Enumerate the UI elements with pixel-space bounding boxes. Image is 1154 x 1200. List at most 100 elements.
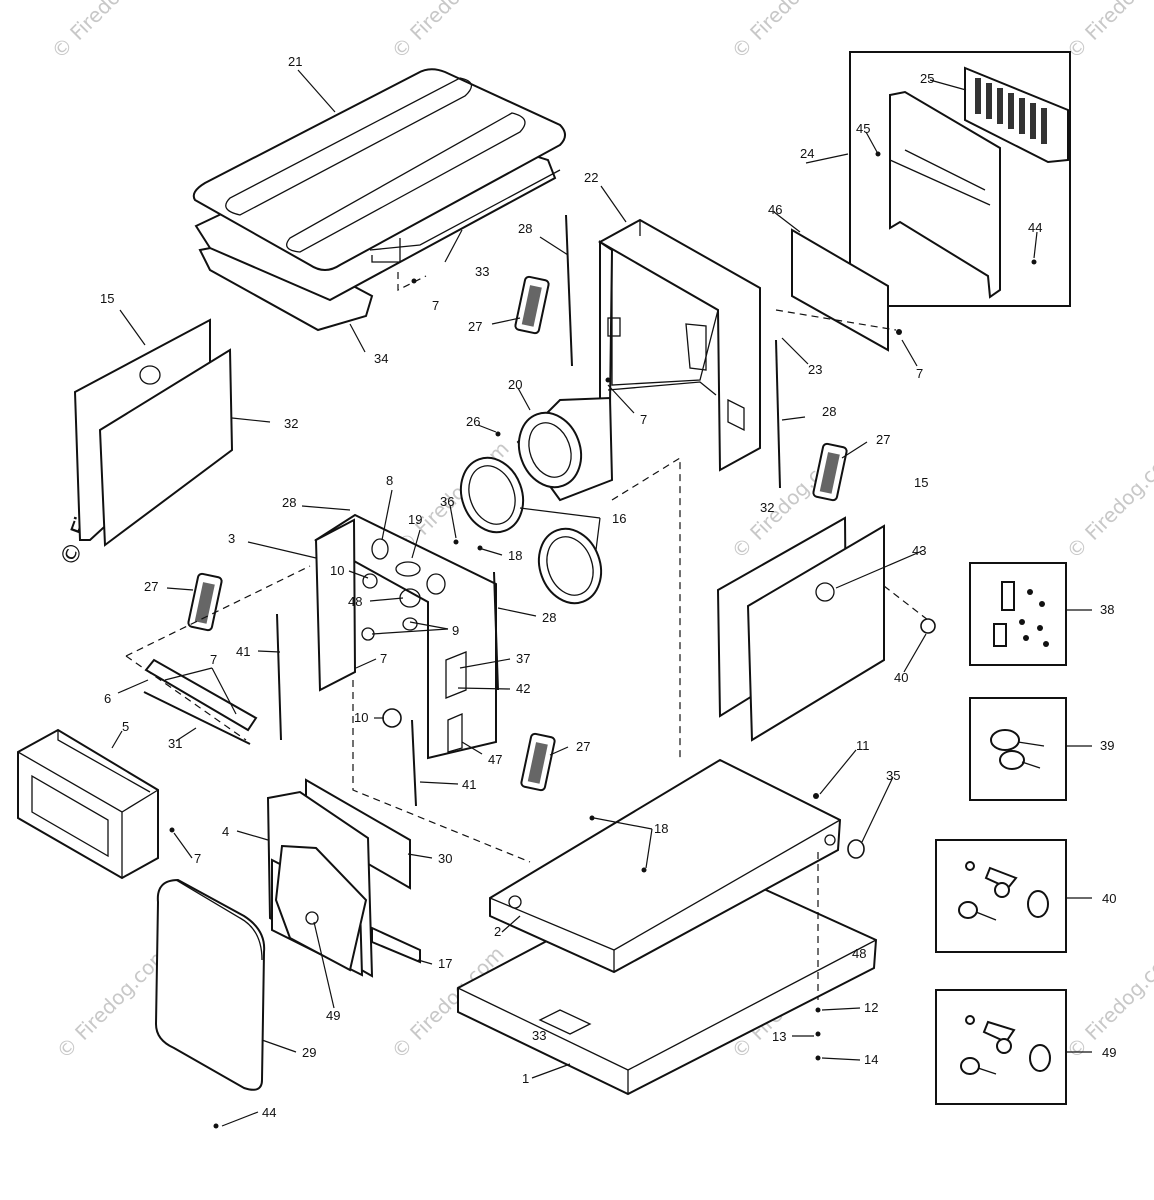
base-stamp-front: 33 [532, 1028, 546, 1043]
callout-28: 28 [282, 495, 296, 510]
callout-49: 49 [326, 1008, 340, 1023]
callout-35: 35 [886, 768, 900, 783]
blower-assembly [459, 396, 614, 605]
callout-7: 7 [210, 652, 217, 667]
callout-1: 1 [522, 1071, 529, 1086]
callout-22: 22 [584, 170, 598, 185]
callout-14: 14 [864, 1052, 878, 1067]
kit-box-38 [969, 562, 1067, 666]
callout-4: 4 [222, 824, 229, 839]
kit-boxes [935, 562, 1092, 1105]
box-49 [274, 844, 368, 972]
callout-41: 41 [462, 777, 476, 792]
callout-7: 7 [640, 412, 647, 427]
callout-46: 46 [768, 202, 782, 217]
kit-box-39 [969, 697, 1067, 801]
callout-40: 40 [1102, 891, 1116, 906]
callout-34: 34 [374, 351, 388, 366]
callout-6: 6 [104, 691, 111, 706]
inset-shroud-24 [849, 51, 1071, 307]
callout-18: 18 [508, 548, 522, 563]
shroud-29 [154, 878, 266, 1091]
callout-27: 27 [576, 739, 590, 754]
watermark-text: © Firedog.com [387, 0, 509, 64]
callout-27: 27 [876, 432, 890, 447]
rear-housing-22 [597, 218, 761, 472]
callout-16: 16 [612, 511, 626, 526]
callout-47: 47 [488, 752, 502, 767]
ring-16-upper [459, 456, 525, 534]
callout-21: 21 [288, 54, 302, 69]
callout-36: 36 [440, 494, 454, 509]
kit-box-49 [935, 989, 1067, 1105]
callout-8: 8 [386, 473, 393, 488]
callout-25: 25 [920, 71, 934, 86]
callout-44: 44 [262, 1105, 276, 1120]
callout-17: 17 [438, 956, 452, 971]
callout-7: 7 [916, 366, 923, 381]
callout-13: 13 [772, 1029, 786, 1044]
callout-20: 20 [508, 377, 522, 392]
left-liner-32 [98, 348, 234, 547]
callout-18: 18 [654, 821, 668, 836]
callout-5: 5 [122, 719, 129, 734]
right-panel-15 [746, 524, 885, 742]
callout-44: 44 [1028, 220, 1042, 235]
base-plate-2 [489, 758, 842, 974]
vent-grilles-27 [187, 275, 848, 792]
leader-lines [111, 69, 1038, 1127]
callout-42: 42 [516, 681, 530, 696]
base-plates: 33 48 [457, 758, 878, 1096]
watermark-text: © Firedog.com [1062, 0, 1154, 64]
callout-3: 3 [228, 531, 235, 546]
front-box-5 [17, 728, 159, 880]
callout-32: 32 [760, 500, 774, 515]
top-cover-assembly [192, 68, 566, 332]
rods [276, 214, 781, 807]
kit-box-40 [935, 839, 1067, 953]
callout-41: 41 [236, 644, 250, 659]
callout-49: 49 [1102, 1045, 1116, 1060]
callout-33: 33 [475, 264, 489, 279]
callout-12: 12 [864, 1000, 878, 1015]
callout-15: 15 [914, 475, 928, 490]
callout-28: 28 [542, 610, 556, 625]
inset-frame-24 [849, 51, 1071, 307]
callout-2: 2 [494, 924, 501, 939]
burner-assembly [266, 778, 421, 978]
callout-27: 27 [468, 319, 482, 334]
callout-30: 30 [438, 851, 452, 866]
callout-11: 11 [856, 738, 870, 753]
callout-40: 40 [894, 670, 908, 685]
base-stamp-right: 48 [852, 946, 866, 961]
strip-31 [143, 691, 251, 745]
callout-27: 27 [144, 579, 158, 594]
callout-28: 28 [822, 404, 836, 419]
watermark-text: © Firedog.com [1062, 441, 1154, 563]
callout-32: 32 [284, 416, 298, 431]
side-plate-46 [791, 228, 889, 352]
hardware-fasteners [169, 151, 1037, 1129]
callout-29: 29 [302, 1045, 316, 1060]
callout-28: 28 [518, 221, 532, 236]
callout-numbers: 21 33 7 34 15 32 22 28 27 23 28 27 24 46… [100, 54, 1116, 1120]
callout-43: 43 [912, 543, 926, 558]
callout-48: 48 [348, 594, 362, 609]
callout-7: 7 [432, 298, 439, 313]
strip-17 [371, 926, 421, 964]
callout-7: 7 [380, 651, 387, 666]
callout-31: 31 [168, 736, 182, 751]
callout-26: 26 [466, 414, 480, 429]
callout-15: 15 [100, 291, 114, 306]
callout-38: 38 [1100, 602, 1114, 617]
assembly-guide-lines [125, 272, 929, 1000]
callout-45: 45 [856, 121, 870, 136]
callout-24: 24 [800, 146, 814, 161]
callout-39: 39 [1100, 738, 1114, 753]
callout-37: 37 [516, 651, 530, 666]
callout-7: 7 [194, 851, 201, 866]
callout-10: 10 [354, 710, 368, 725]
watermark-text: © Firedog.com [727, 0, 849, 64]
top-cover-21 [192, 68, 566, 271]
